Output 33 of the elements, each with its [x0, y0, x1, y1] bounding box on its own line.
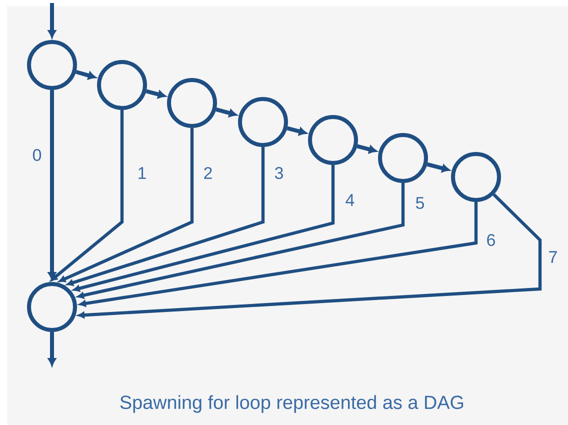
- arrow: [58, 128, 194, 282]
- circle-node: [378, 133, 428, 183]
- circle-node: [167, 78, 217, 128]
- arrow: [426, 162, 450, 172]
- arrow: [78, 193, 542, 318]
- caption: Spawning for loop represented as a DAG: [120, 395, 464, 413]
- edge-label: 3: [274, 167, 283, 179]
- arrow: [356, 144, 377, 154]
- edge-label: 7: [549, 251, 557, 263]
- edge-label: 5: [416, 197, 424, 209]
- edge-label: 1: [138, 167, 146, 179]
- arrow: [76, 70, 96, 80]
- circle-node: [238, 97, 288, 147]
- edge-label: 6: [487, 234, 495, 246]
- edge-label: 2: [204, 167, 212, 179]
- circle-node: [308, 115, 358, 165]
- arrow: [286, 126, 307, 136]
- edge-label: 0: [32, 149, 42, 161]
- arrow: [216, 108, 237, 118]
- circle-node: [451, 152, 501, 202]
- arrow: [79, 202, 478, 307]
- arrow: [48, 332, 56, 366]
- circle-node: [97, 60, 147, 110]
- arrow: [66, 147, 265, 286]
- arrow: [77, 183, 405, 299]
- circle-node: [27, 40, 77, 90]
- edge-label: 4: [346, 194, 354, 206]
- arrow: [50, 110, 124, 282]
- arrow: [146, 89, 166, 98]
- arrow: [73, 165, 335, 292]
- arrow: [48, 3, 56, 38]
- arrow: [48, 90, 56, 280]
- circle-node: [27, 282, 77, 332]
